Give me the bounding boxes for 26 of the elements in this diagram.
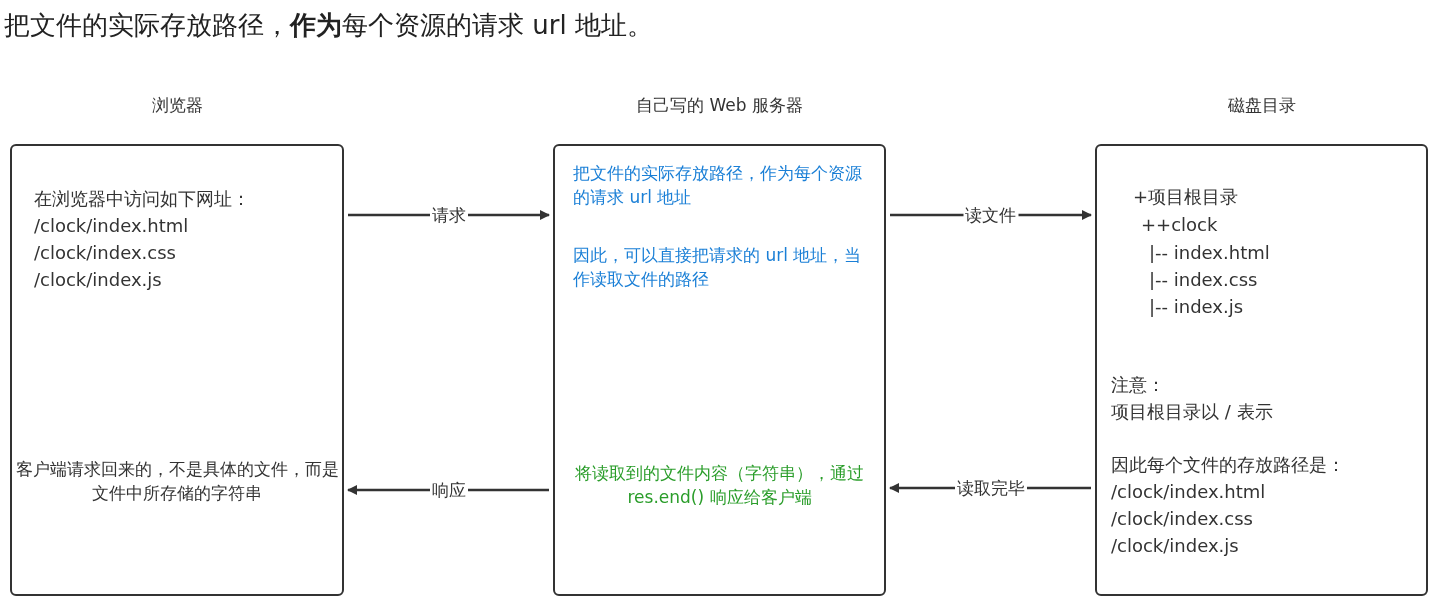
description-text: /clock/index.html (1111, 480, 1266, 504)
description-text: ++clock (1141, 213, 1218, 237)
description-text: /clock/index.js (1111, 534, 1239, 558)
column-heading: 自己写的 Web 服务器 (635, 94, 804, 117)
column-heading: 浏览器 (150, 94, 204, 117)
column-heading: 磁盘目录 (1226, 94, 1297, 117)
description-text: 项目根目录以 / 表示 (1111, 400, 1273, 424)
edge-label: 读取完毕 (954, 476, 1027, 500)
description-text: /clock/index.js (34, 268, 162, 292)
description-text: 因此每个文件的存放路径是： (1111, 453, 1345, 477)
description-text: 因此，可以直接把请求的 url 地址，当作读取文件的路径 (573, 244, 863, 291)
description-text: |-- index.css (1149, 268, 1258, 292)
description-text: 把文件的实际存放路径，作为每个资源的请求 url 地址 (573, 162, 863, 209)
description-text: +项目根目录 (1133, 185, 1239, 209)
edge-label: 读文件 (963, 203, 1018, 227)
description-text: /clock/index.html (34, 214, 189, 238)
description-text: /clock/index.css (1111, 507, 1253, 531)
description-text: |-- index.js (1149, 295, 1244, 319)
description-text: 将读取到的文件内容（字符串），通过 res.end() 响应给客户端 (574, 462, 865, 509)
description-text: |-- index.html (1149, 241, 1270, 265)
description-text: 客户端请求回来的，不是具体的文件，而是文件中所存储的字符串 (14, 458, 340, 505)
edge-label: 响应 (429, 478, 468, 502)
description-text: 在浏览器中访问如下网址： (34, 187, 250, 211)
diagram-title: 把文件的实际存放路径，作为每个资源的请求 url 地址。 (4, 9, 653, 42)
description-text: /clock/index.css (34, 241, 176, 265)
description-text: 注意： (1111, 373, 1165, 397)
